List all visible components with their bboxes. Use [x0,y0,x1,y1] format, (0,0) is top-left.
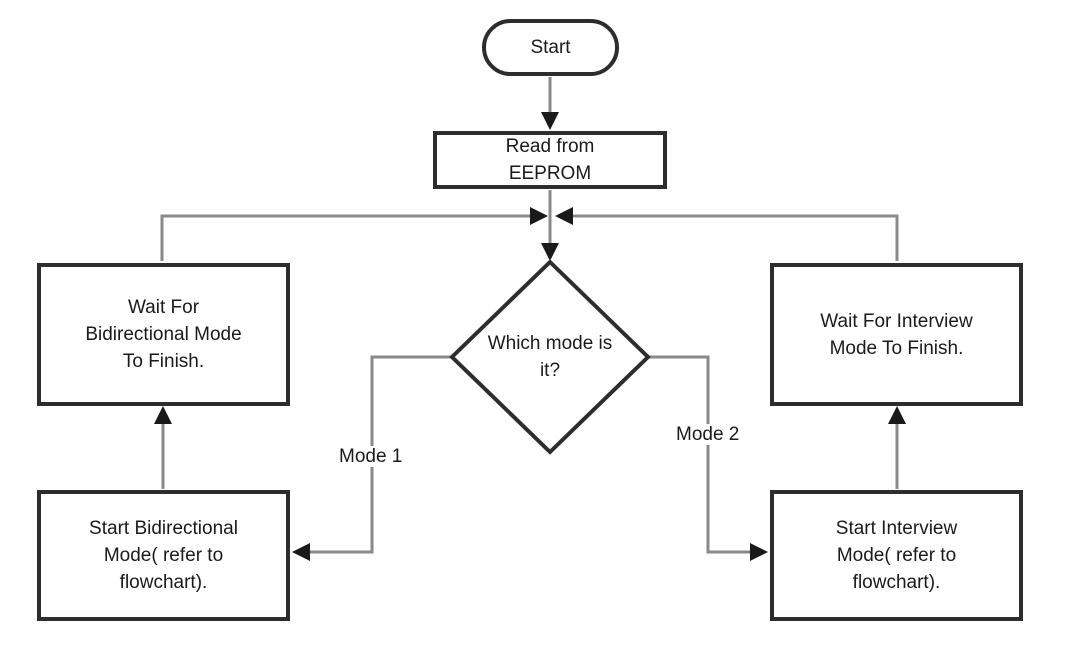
arrowhead-up-icon [154,406,172,424]
node-read-eeprom: Read from EEPROM [433,131,667,189]
arrowhead-down-icon [541,112,559,130]
node-wait-bidirectional: Wait For Bidirectional Mode To Finish. [37,263,290,406]
node-start-label: Start [530,37,571,58]
edge-label-mode1: Mode 1 [336,446,406,467]
node-start-bidirectional: Start Bidirectional Mode( refer to flowc… [37,490,290,621]
arrowhead-left-icon [292,543,310,561]
arrowhead-left-icon [555,207,573,225]
arrowhead-right-icon [750,543,768,561]
node-start: Start [482,19,619,76]
edge-decision-to-start-interview [648,355,768,561]
edge-start-to-eeprom [541,77,559,130]
node-wait-interview: Wait For Interview Mode To Finish. [770,263,1023,406]
node-read-eeprom-label: Read from EEPROM [505,136,595,184]
arrowhead-down-icon [541,243,559,261]
node-start-interview: Start Interview Mode( refer to flowchart… [770,490,1023,621]
node-decision-label: Which mode is it? [487,333,613,381]
edge-wait-interview-to-junction [555,207,899,261]
node-wait-bidirectional-label: Wait For Bidirectional Mode To Finish. [85,297,242,372]
edge-label-mode2: Mode 2 [673,424,743,445]
edge-start-bidirectional-to-wait [154,406,172,489]
node-start-bidirectional-label: Start Bidirectional Mode( refer to flowc… [89,518,238,593]
arrowhead-right-icon [530,207,548,225]
node-wait-interview-label: Wait For Interview Mode To Finish. [820,310,973,359]
node-start-interview-label: Start Interview Mode( refer to flowchart… [835,518,958,593]
arrowhead-up-icon [888,406,906,424]
node-decision-diamond [449,259,651,455]
edge-start-interview-to-wait [888,406,906,489]
edge-eeprom-to-decision [541,190,559,261]
edge-wait-bidirectional-to-junction [160,207,548,261]
